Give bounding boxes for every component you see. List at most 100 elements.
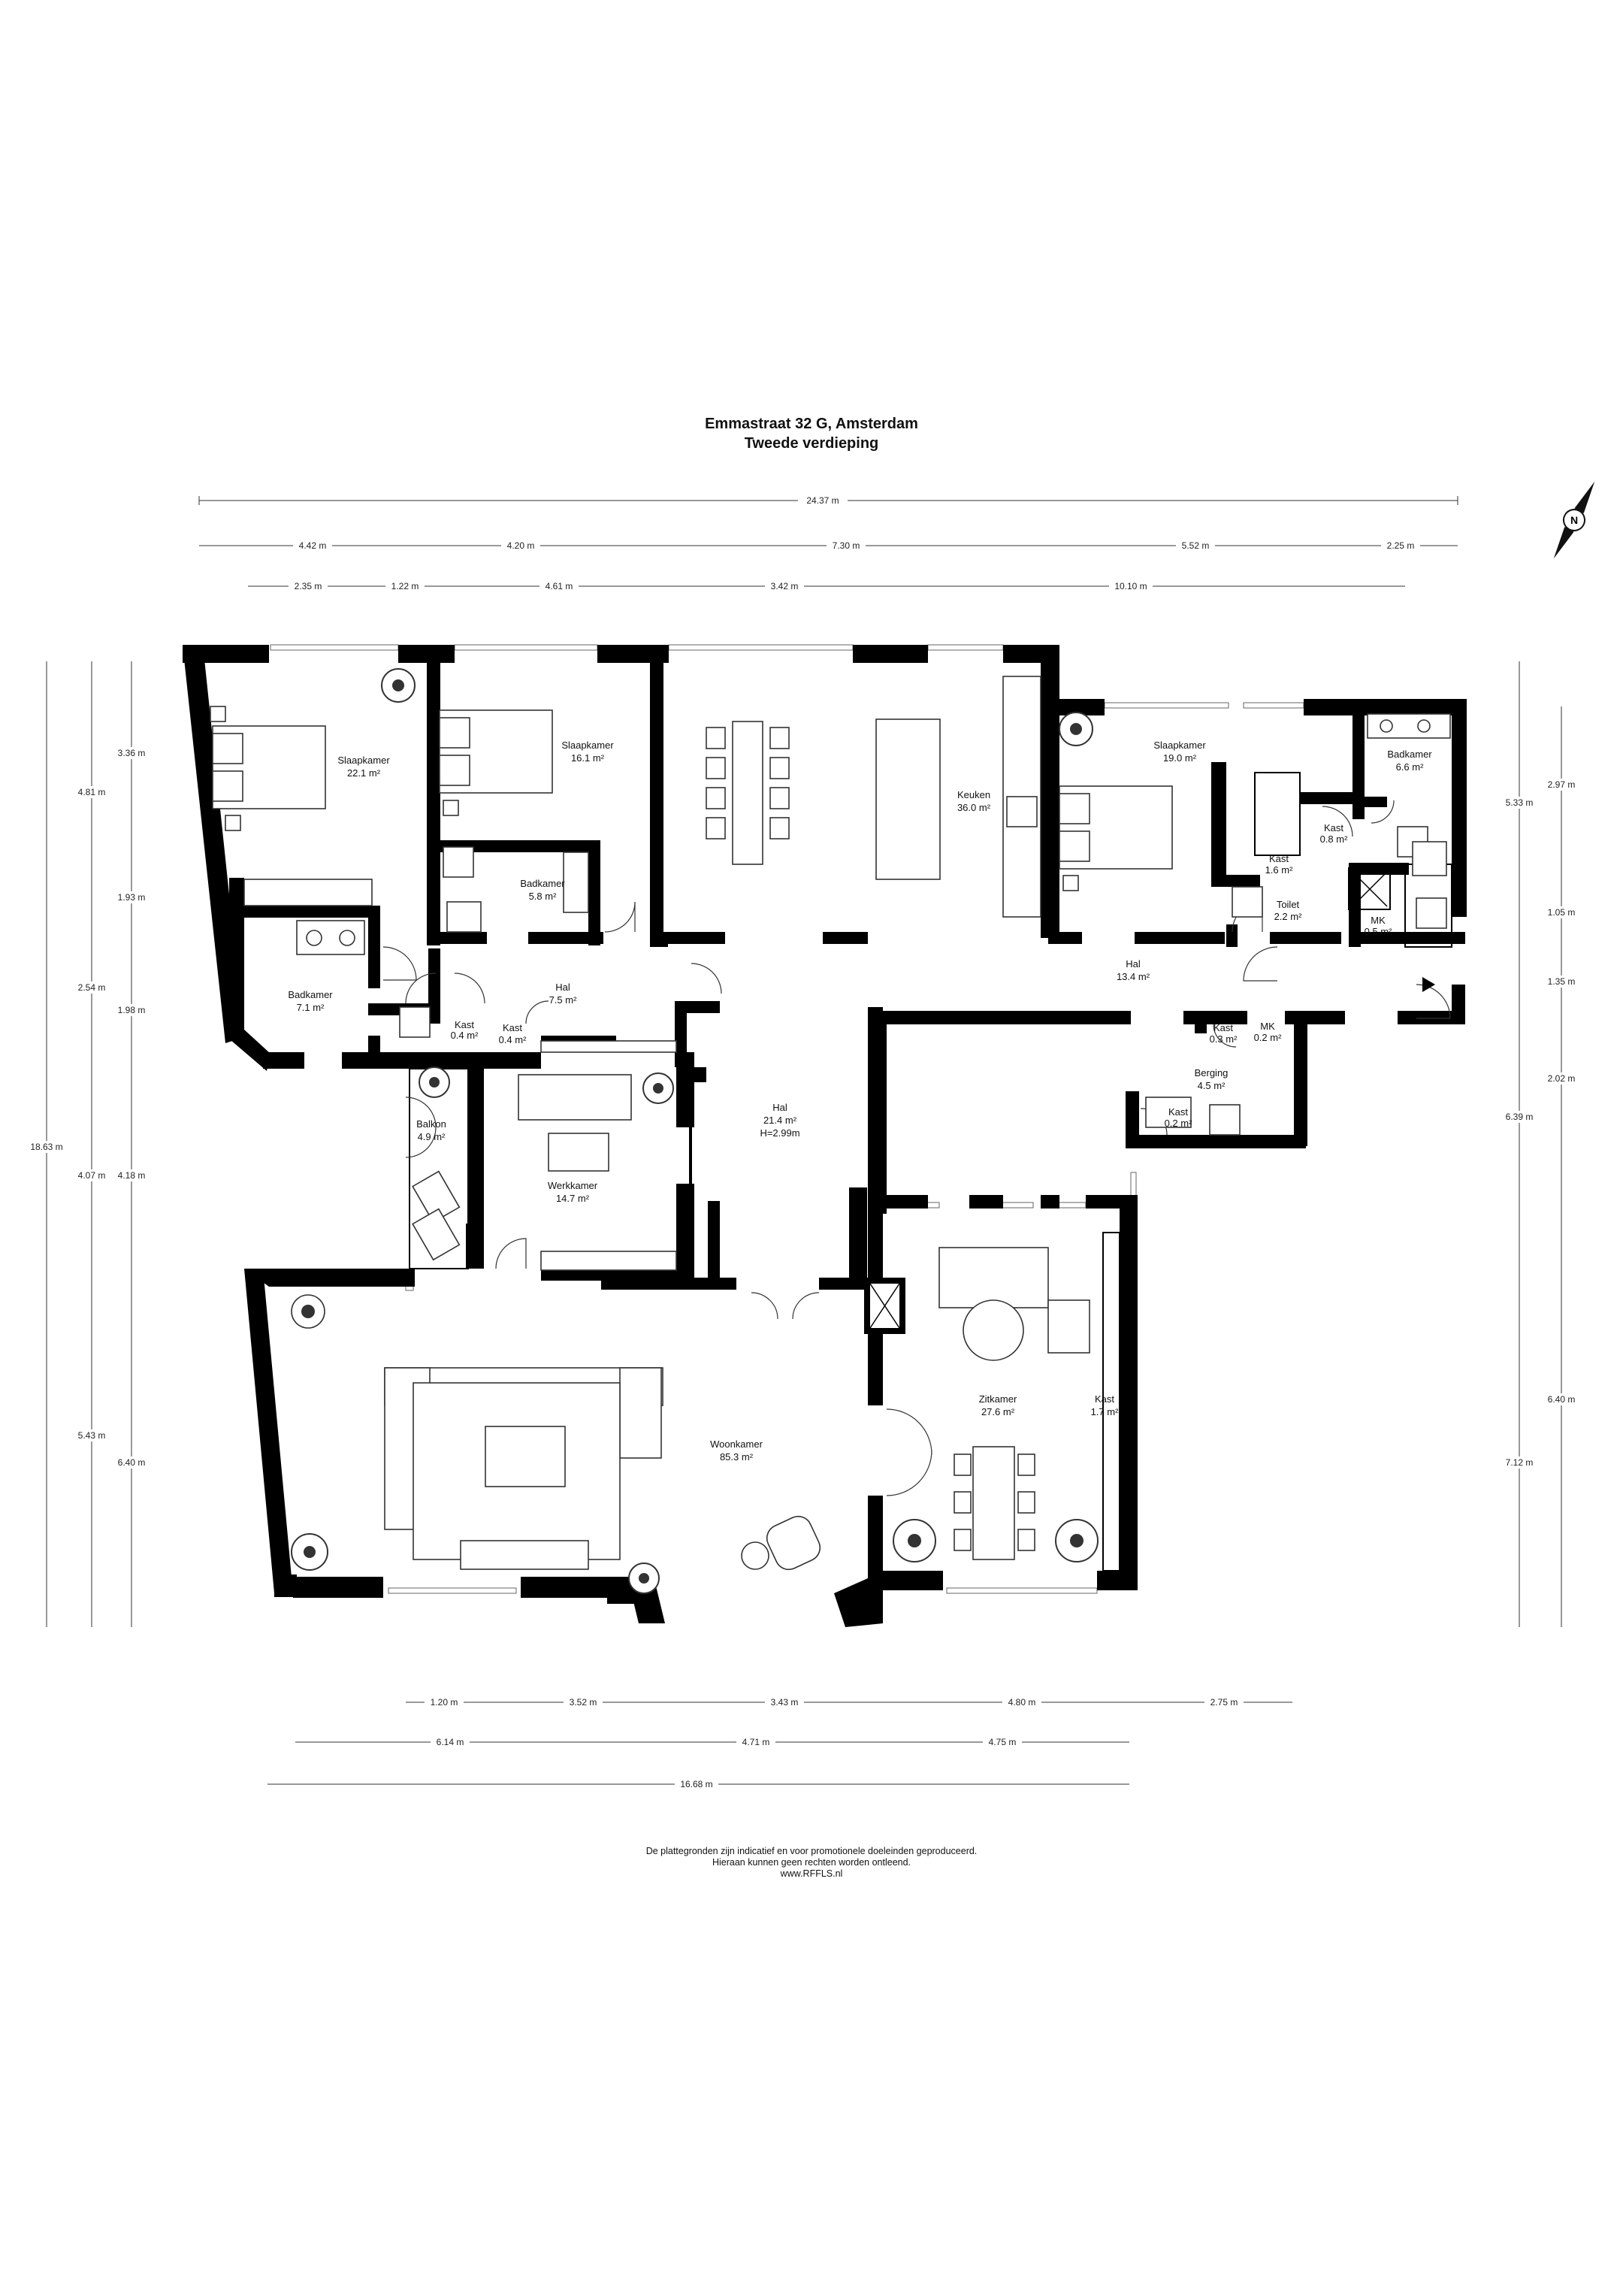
room-woonkamer: Woonkamer <box>710 1438 763 1450</box>
dim-bot1-4: 2.75 m <box>1210 1697 1238 1708</box>
dim-top1-0: 4.42 m <box>299 540 327 551</box>
area-badkamer-1: 6.6 m² <box>1396 761 1425 773</box>
dim-right-in-1: 1.05 m <box>1548 907 1576 918</box>
north-arrow-icon: N <box>1553 481 1595 559</box>
dim-top1-3: 5.52 m <box>1182 540 1210 551</box>
room-zitkamer: Zitkamer <box>979 1393 1017 1405</box>
area-werkkamer: 14.7 m² <box>556 1193 590 1204</box>
area-kast-2: 0.8 m² <box>1320 833 1349 845</box>
floor-title: Tweede verdieping <box>744 435 879 452</box>
area-toilet: 2.2 m² <box>1274 911 1303 922</box>
area-berging: 4.5 m² <box>1198 1080 1226 1091</box>
plant-icon <box>1055 1519 1099 1562</box>
room-slaapkamer-1: Slaapkamer <box>337 755 390 766</box>
area-balkon: 4.9 m² <box>418 1131 446 1142</box>
area-kast-7: 1.7 m² <box>1091 1406 1120 1417</box>
area-kast-4: 0.4 m² <box>499 1034 527 1045</box>
area-keuken: 36.0 m² <box>957 802 991 813</box>
dim-right-in-4: 6.40 m <box>1548 1394 1576 1405</box>
website-link[interactable]: www.RFFLS.nl <box>780 1868 843 1879</box>
compass-letter: N <box>1570 514 1578 526</box>
dim-bot2-2: 4.75 m <box>989 1737 1017 1747</box>
dim-top2-0: 2.35 m <box>295 581 322 591</box>
dim-bot2-0: 6.14 m <box>437 1737 464 1747</box>
area-slaapkamer-3: 19.0 m² <box>1163 752 1197 764</box>
plant-icon <box>893 1519 936 1562</box>
room-hal-2: Hal <box>1126 958 1141 970</box>
disclaimer-line-1: De plattegronden zijn indicatief en voor… <box>645 1846 978 1856</box>
plant-icon <box>1059 712 1093 746</box>
room-mk-1: MK <box>1371 915 1386 926</box>
dim-right-in-2: 1.35 m <box>1548 976 1576 987</box>
area-mk-1: 0.5 m² <box>1365 926 1393 937</box>
area-badkamer-2: 5.8 m² <box>529 891 558 902</box>
room-toilet: Toilet <box>1277 899 1300 910</box>
area-mk-2: 0.2 m² <box>1254 1032 1283 1043</box>
dim-top2-2: 4.61 m <box>546 581 573 591</box>
dim-top2-4: 10.10 m <box>1114 581 1147 591</box>
dim-left-in-2: 1.98 m <box>118 1005 146 1015</box>
room-badkamer-1: Badkamer <box>1387 749 1432 760</box>
dim-left-mid-0: 4.81 m <box>78 787 106 797</box>
dim-right-out-1: 6.39 m <box>1506 1112 1534 1122</box>
room-kast-5: Kast <box>1213 1022 1233 1033</box>
dim-left-in-4: 6.40 m <box>118 1457 146 1468</box>
area-hal-1: 7.5 m² <box>549 994 578 1006</box>
bed-icon <box>439 709 553 816</box>
area-kast-5: 0.3 m² <box>1210 1033 1238 1045</box>
partitions <box>1254 772 1452 948</box>
bed-icon <box>210 706 326 831</box>
area-hal-3: 21.4 m² <box>763 1115 797 1126</box>
dim-right-out-0: 5.33 m <box>1506 797 1534 808</box>
dimension-lines: 24.37 m 4.42 m 4.20 m 7.30 m 5.52 m 2.25… <box>27 495 1581 1790</box>
address-title: Emmastraat 32 G, Amsterdam <box>705 416 918 432</box>
area-kast-1: 1.6 m² <box>1265 864 1294 876</box>
room-kast-7: Kast <box>1095 1393 1114 1405</box>
dim-right-out-2: 7.12 m <box>1506 1457 1534 1468</box>
dining-table-icon <box>706 721 790 865</box>
dim-bot1-3: 4.80 m <box>1008 1697 1036 1708</box>
dim-bottom-total: 16.68 m <box>680 1779 712 1789</box>
dim-left-in-1: 1.93 m <box>118 892 146 903</box>
room-badkamer-3: Badkamer <box>288 989 333 1000</box>
dim-bot1-0: 1.20 m <box>431 1697 458 1708</box>
room-kast-6: Kast <box>1168 1106 1188 1118</box>
area-slaapkamer-1: 22.1 m² <box>347 767 381 779</box>
dim-bot2-1: 4.71 m <box>742 1737 770 1747</box>
disclaimer-line-2: Hieraan kunnen geen rechten worden ontle… <box>712 1857 911 1868</box>
area-kast-3: 0.4 m² <box>451 1030 479 1041</box>
dim-bot1-2: 3.43 m <box>771 1697 799 1708</box>
dim-left-mid-1: 2.54 m <box>78 982 106 993</box>
bed-icon <box>1059 785 1173 891</box>
dim-left-in-0: 3.36 m <box>118 748 146 758</box>
room-kast-3: Kast <box>455 1019 474 1030</box>
area-kast-6: 0.2 m² <box>1165 1118 1193 1129</box>
room-balkon: Balkon <box>416 1118 446 1130</box>
dim-bot1-1: 3.52 m <box>570 1697 597 1708</box>
dim-right-in-0: 2.97 m <box>1548 779 1576 790</box>
room-berging: Berging <box>1195 1067 1229 1078</box>
room-kast-1: Kast <box>1269 853 1289 864</box>
area-zitkamer: 27.6 m² <box>981 1406 1015 1417</box>
walls <box>183 645 1467 1627</box>
plant-icon <box>381 668 416 703</box>
room-hal-3: Hal <box>772 1102 787 1113</box>
dim-top-total: 24.37 m <box>806 495 839 506</box>
room-mk-2: MK <box>1260 1021 1275 1032</box>
area-badkamer-3: 7.1 m² <box>297 1002 325 1013</box>
plant-icon <box>291 1533 328 1571</box>
plant-icon <box>642 1072 674 1104</box>
dim-top1-2: 7.30 m <box>833 540 860 551</box>
sofa-icon <box>384 1367 663 1570</box>
plant-icon <box>419 1066 450 1098</box>
dim-top1-4: 2.25 m <box>1387 540 1415 551</box>
room-werkkamer: Werkkamer <box>548 1180 598 1191</box>
room-keuken: Keuken <box>957 789 990 800</box>
room-kast-4: Kast <box>503 1022 522 1033</box>
room-labels: Slaapkamer 22.1 m² Slaapkamer 16.1 m² Ke… <box>288 740 1432 1463</box>
ceiling-height: H=2.99m <box>760 1127 799 1139</box>
plant-icon <box>628 1562 660 1594</box>
room-kast-2: Kast <box>1324 822 1343 833</box>
dim-left-mid-3: 5.43 m <box>78 1430 106 1441</box>
